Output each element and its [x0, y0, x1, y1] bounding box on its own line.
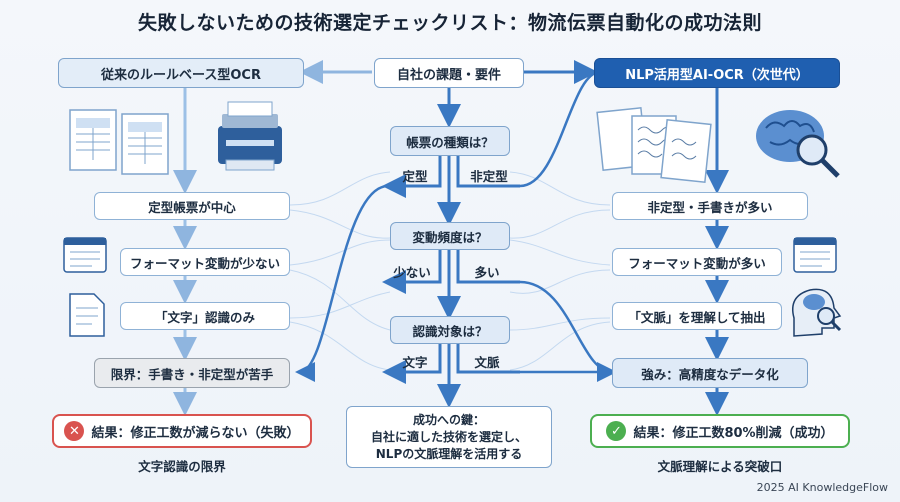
branch-label-few: 少ない [393, 265, 431, 280]
right-strength: 強み：高精度なデータ化 [612, 358, 808, 388]
success-key-box: 成功への鍵： 自社に適した技術を選定し、 NLPの文脈理解を活用する [346, 406, 552, 468]
right-header: NLP活用型AI-OCR（次世代） [594, 58, 840, 88]
branch-label-many: 多い [474, 265, 500, 280]
page-title: 失敗しないための技術選定チェックリスト：物流伝票自動化の成功法則 [137, 12, 762, 34]
right-item-nonfixed-handwritten: 非定型・手書きが多い [612, 192, 808, 220]
brain-magnifier-icon [756, 110, 840, 178]
key-line-3: NLPの文脈理解を活用する [375, 446, 523, 461]
branch-label-fixed: 定型 [402, 169, 428, 184]
right-result-text: 結果：修正工数80%削減（成功） [633, 425, 834, 441]
right-item-high-variation: フォーマット変動が多い [612, 248, 782, 276]
x-icon: ✕ [64, 421, 85, 441]
key-line-2: 自社に適した技術を選定し、 [370, 429, 527, 444]
question-variation-frequency: 変動頻度は？ [390, 222, 510, 250]
branch-label-characters: 文字 [402, 355, 428, 370]
question-form-type: 帳票の種類は？ [390, 126, 510, 156]
left-item-low-variation: フォーマット変動が少ない [120, 248, 290, 276]
form-documents-icon [69, 109, 169, 175]
left-result-text: 結果：修正工数が減らない（失敗） [91, 425, 300, 441]
handwritten-documents-icon [596, 107, 712, 183]
right-result-success: ✓ 結果：修正工数80%削減（成功） [590, 414, 850, 448]
scanner-icon [218, 101, 282, 171]
branch-label-nonfixed: 非定型 [470, 169, 508, 184]
text-document-icon [69, 293, 105, 337]
left-item-fixed-forms: 定型帳票が中心 [94, 192, 290, 220]
left-limitation: 限界：手書き・非定型が苦手 [94, 358, 290, 388]
center-header: 自社の課題・要件 [374, 58, 524, 88]
branch-label-context: 文脈 [474, 355, 500, 370]
footer-credit: 2025 AI KnowledgeFlow [756, 481, 888, 494]
left-caption: 文字認識の限界 [138, 459, 226, 474]
right-caption: 文脈理解による突破口 [657, 459, 783, 474]
form-window-icon-right [793, 237, 837, 273]
left-item-character-only: 「文字」認識のみ [120, 302, 290, 330]
key-line-1: 成功への鍵： [412, 412, 485, 427]
check-icon: ✓ [606, 421, 627, 441]
question-recognition-target: 認識対象は？ [390, 316, 510, 344]
left-result-failure: ✕ 結果：修正工数が減らない（失敗） [52, 414, 312, 448]
head-brain-icon [792, 288, 842, 337]
form-window-icon [63, 237, 107, 273]
right-item-context-extraction: 「文脈」を理解して抽出 [612, 302, 782, 330]
left-header: 従来のルールベース型OCR [58, 58, 304, 88]
decorative-flow-lines [289, 171, 611, 371]
